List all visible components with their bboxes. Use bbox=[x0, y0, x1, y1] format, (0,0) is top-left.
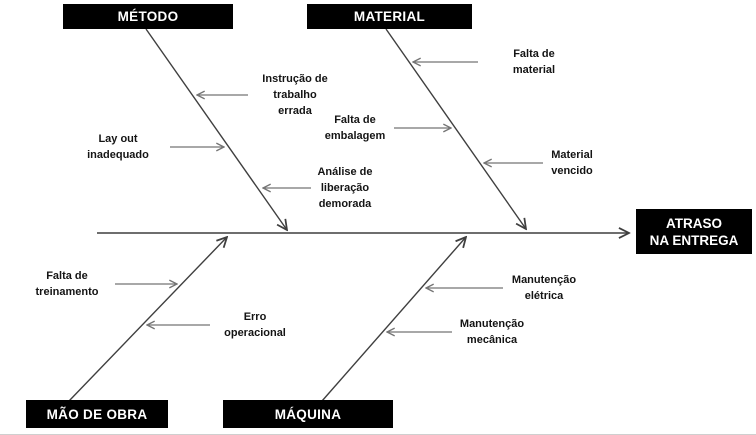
cause-falta-de-treinamento: Falta de treinamento bbox=[35, 270, 99, 298]
category-label-metodo: MÉTODO bbox=[117, 9, 179, 24]
category-box-mao-de-obra: MÃO DE OBRA bbox=[26, 400, 168, 428]
cause-analise-liberacao-demorada: Análise de liberação demorada bbox=[317, 166, 373, 210]
bone-mao-de-obra bbox=[68, 237, 227, 402]
cause-instrucao-trabalho-errada: Instrução de trabalho errada bbox=[262, 73, 328, 117]
category-label-maquina: MÁQUINA bbox=[274, 406, 342, 422]
cause-erro-operacional: Erro operacional bbox=[224, 311, 286, 339]
bone-metodo bbox=[145, 28, 287, 230]
cause-manutencao-eletrica: Manutenção elétrica bbox=[511, 274, 577, 302]
category-label-material: MATERIAL bbox=[353, 9, 426, 24]
bone-maquina bbox=[321, 237, 466, 402]
cause-lay-out-inadequado: Lay out inadequado bbox=[87, 133, 149, 161]
cause-falta-de-embalagem: Falta de embalagem bbox=[324, 114, 386, 142]
category-box-material: MATERIAL bbox=[307, 4, 472, 29]
category-box-metodo: MÉTODO bbox=[63, 4, 233, 29]
effect-label: ATRASO NA ENTREGA bbox=[649, 215, 739, 248]
cause-falta-de-material: Falta de material bbox=[512, 48, 556, 76]
category-label-mao-de-obra: MÃO DE OBRA bbox=[46, 406, 148, 422]
cause-manutencao-mecanica: Manutenção mecânica bbox=[459, 318, 525, 346]
effect-box: ATRASO NA ENTREGA bbox=[636, 209, 752, 254]
bone-material bbox=[385, 28, 526, 229]
cause-material-vencido: Material vencido bbox=[551, 149, 593, 177]
category-box-maquina: MÁQUINA bbox=[223, 400, 393, 428]
